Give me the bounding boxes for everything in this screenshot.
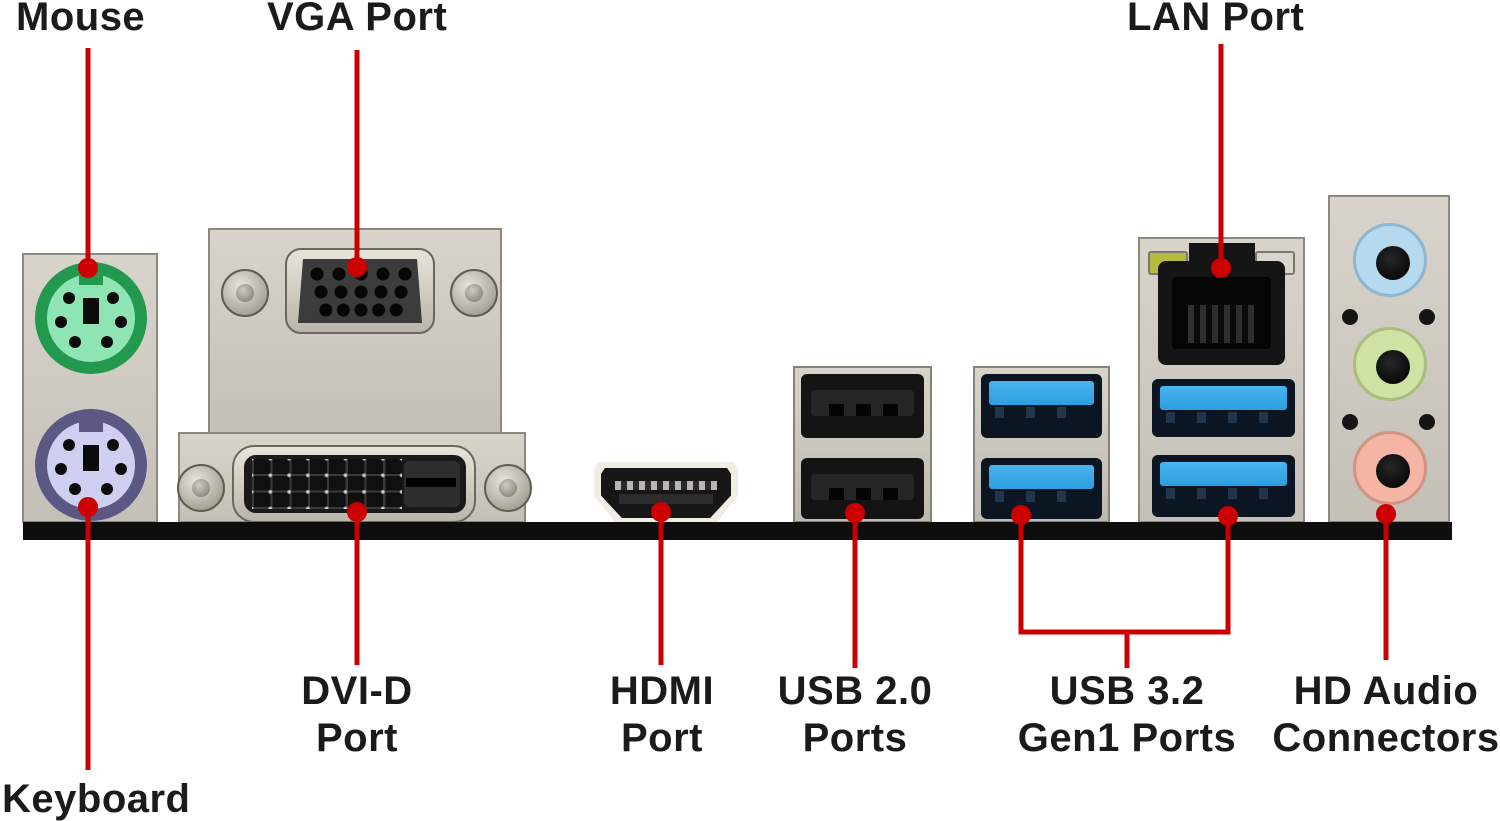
audio-jack-hole xyxy=(1376,350,1410,384)
lan-port-cavity xyxy=(1172,277,1271,349)
dvi-blade-slot xyxy=(406,478,456,487)
ps2-mouse-port xyxy=(35,262,147,374)
vga-pin-row xyxy=(306,266,416,282)
ps2-notch xyxy=(79,421,103,432)
motherboard-edge-bar xyxy=(23,522,1452,540)
label-line: USB 3.2 xyxy=(1049,669,1205,713)
label-line: Port xyxy=(316,716,398,760)
audio-jack-line-out xyxy=(1353,327,1427,401)
vga-screw-right xyxy=(450,269,498,317)
ps2-pin xyxy=(107,292,119,304)
lan-port-pins xyxy=(1188,305,1255,343)
ps2-keyboard-face xyxy=(47,421,135,509)
audio-screw-hole xyxy=(1342,309,1358,325)
vga-port-face xyxy=(298,259,422,323)
ps2-pin xyxy=(63,292,75,304)
label-line: HD Audio xyxy=(1293,669,1479,713)
lan-port xyxy=(1158,261,1285,365)
ps2-keyboard-port xyxy=(35,409,147,521)
usb3-tongue xyxy=(989,381,1094,405)
label-vga-port: VGA Port xyxy=(267,0,448,39)
hdmi-tongue xyxy=(619,494,713,504)
ps2-pin xyxy=(55,463,67,475)
usb2-pin-slots xyxy=(817,404,908,416)
audio-jack-line-in xyxy=(1353,223,1427,297)
label-lan-port: LAN Port xyxy=(1127,0,1305,39)
ps2-pin xyxy=(63,439,75,451)
hdmi-port xyxy=(594,462,738,524)
label-keyboard: Keyboard xyxy=(2,777,191,821)
hd-audio-block xyxy=(1328,195,1450,523)
usb3-pin-nubs xyxy=(1166,412,1281,423)
ps2-key-slot xyxy=(83,445,99,471)
vga-bracket xyxy=(208,228,502,434)
ps2-pin xyxy=(55,316,67,328)
ps2-pin xyxy=(115,316,127,328)
usb3-pin-nubs xyxy=(1166,488,1281,499)
audio-jack-hole xyxy=(1376,454,1410,488)
ps2-mouse-face xyxy=(47,274,135,362)
label-line: DVI-D xyxy=(301,669,413,713)
lan-usb3-port-bottom xyxy=(1152,455,1295,517)
dvi-d-port xyxy=(232,445,476,523)
label-mouse: Mouse xyxy=(16,0,146,39)
usb3-ports-block xyxy=(973,366,1110,523)
ps2-pin xyxy=(69,483,81,495)
dvi-blade-area xyxy=(404,461,460,507)
ps2-notch xyxy=(79,274,103,285)
usb2-port-bottom xyxy=(801,458,924,519)
vga-port xyxy=(285,248,435,334)
ps2-bracket xyxy=(22,253,158,523)
vga-screw-left xyxy=(221,269,269,317)
usb2-pin-slots xyxy=(817,488,908,500)
usb3-tongue xyxy=(1160,462,1287,486)
label-usb3-gen1-ports: USB 3.2 Gen1 Ports xyxy=(967,668,1287,762)
label-line: Connectors xyxy=(1272,716,1500,760)
audio-screw-hole xyxy=(1419,414,1435,430)
usb2-port-top xyxy=(801,374,924,438)
usb3-tongue xyxy=(989,465,1094,489)
hdmi-pin-strip xyxy=(615,481,717,490)
dvi-pin-grid xyxy=(252,459,402,509)
label-dvi-d-port: DVI-D Port xyxy=(237,668,477,762)
usb3-port-top xyxy=(981,374,1102,438)
audio-screw-hole xyxy=(1419,309,1435,325)
usb2-ports-block xyxy=(793,366,932,523)
ps2-key-slot xyxy=(83,298,99,324)
vga-pin-row xyxy=(311,284,411,300)
label-line: Ports xyxy=(802,716,908,760)
audio-screw-hole xyxy=(1342,414,1358,430)
ps2-pin xyxy=(107,439,119,451)
ps2-pin xyxy=(101,483,113,495)
usb3-pin-nubs xyxy=(995,491,1088,502)
vga-pin-row xyxy=(317,302,405,318)
ps2-pin xyxy=(101,336,113,348)
dvi-bracket xyxy=(177,432,532,523)
hdmi-port-face xyxy=(601,468,731,518)
usb3-tongue xyxy=(1160,386,1287,410)
label-line: HDMI xyxy=(609,669,715,713)
label-line: Port xyxy=(621,716,703,760)
label-line: Gen1 Ports xyxy=(1017,716,1237,760)
lan-usb3-port-top xyxy=(1152,379,1295,437)
label-hdmi-port: HDMI Port xyxy=(542,668,782,762)
usb3-pin-nubs xyxy=(995,407,1088,418)
label-hd-audio-connectors: HD Audio Connectors xyxy=(1226,668,1500,762)
dvi-port-face xyxy=(244,455,466,513)
audio-jack-hole xyxy=(1376,246,1410,280)
label-usb2-ports: USB 2.0 Ports xyxy=(735,668,975,762)
ps2-pin xyxy=(115,463,127,475)
dvi-screw-right xyxy=(484,464,532,512)
lan-block xyxy=(1138,237,1305,523)
label-line: USB 2.0 xyxy=(777,669,933,713)
ps2-pin xyxy=(69,336,81,348)
usb3-port-bottom xyxy=(981,458,1102,519)
dvi-screw-left xyxy=(177,464,225,512)
audio-jack-mic xyxy=(1353,431,1427,505)
